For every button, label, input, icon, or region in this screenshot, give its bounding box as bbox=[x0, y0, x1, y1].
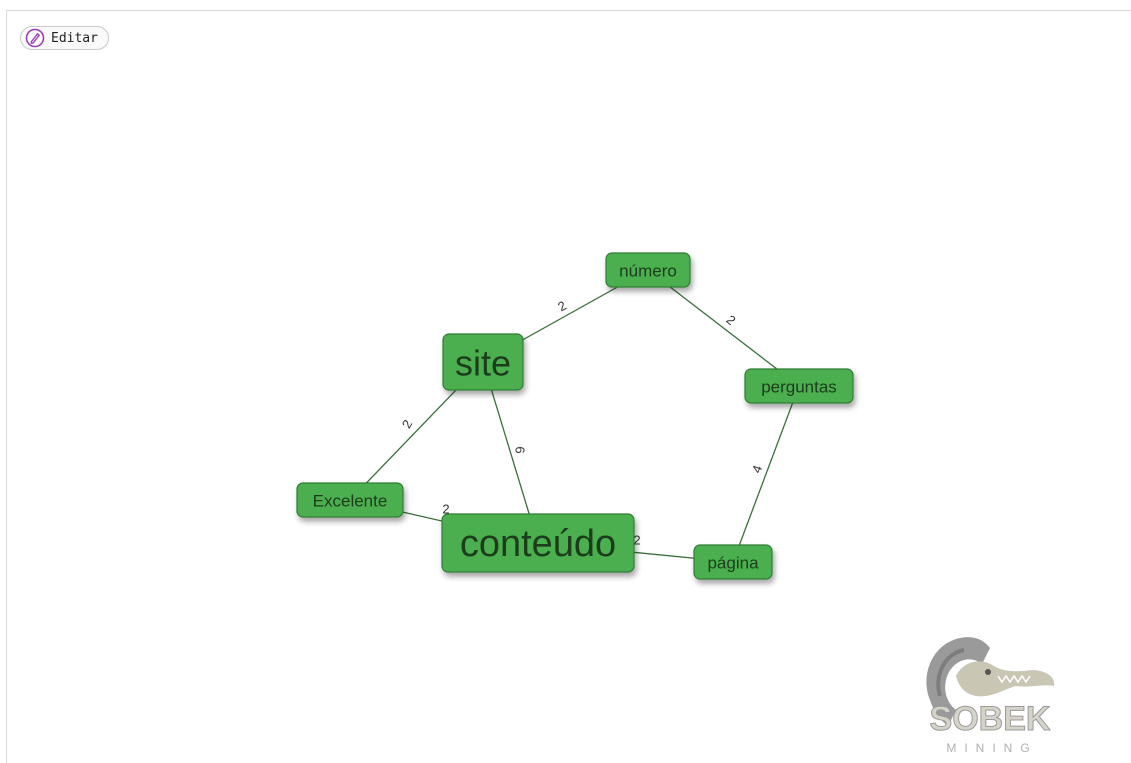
pencil-icon bbox=[25, 28, 45, 48]
edge-numero-perguntas bbox=[647, 269, 800, 387]
edge-weight-label: 2 bbox=[555, 298, 569, 315]
node-pagina[interactable]: página bbox=[693, 544, 773, 580]
edge-weight-label: 2 bbox=[442, 502, 449, 517]
node-label: número bbox=[619, 262, 677, 281]
frame-top-border bbox=[6, 10, 1131, 11]
edit-button-label: Editar bbox=[51, 30, 98, 46]
edit-button[interactable]: Editar bbox=[20, 26, 109, 50]
edge-perguntas-pagina bbox=[732, 385, 800, 563]
node-label: conteúdo bbox=[460, 523, 616, 565]
edge-weight-label: 2 bbox=[723, 312, 738, 328]
sobek-mining-logo: SOBEK MINING bbox=[926, 637, 1055, 755]
edge-weight-label: 4 bbox=[749, 463, 766, 475]
node-box[interactable] bbox=[442, 333, 524, 391]
node-label: perguntas bbox=[761, 378, 837, 397]
node-label: Excelente bbox=[313, 492, 388, 511]
edge-weight-label: 2 bbox=[633, 533, 640, 548]
node-numero[interactable]: número bbox=[605, 252, 691, 288]
node-label: site bbox=[455, 343, 511, 384]
logo-text: SOBEK bbox=[930, 700, 1051, 738]
frame-left-border bbox=[6, 10, 7, 763]
node-box[interactable] bbox=[744, 368, 854, 404]
node-box[interactable] bbox=[441, 513, 635, 573]
edge-weight-label: 6 bbox=[513, 446, 528, 453]
node-box[interactable] bbox=[296, 482, 404, 518]
node-conteudo[interactable]: conteúdo bbox=[441, 513, 635, 573]
node-label: página bbox=[707, 554, 759, 573]
edge-weight-label: 2 bbox=[399, 417, 416, 431]
node-excelente[interactable]: Excelente bbox=[296, 482, 404, 518]
edge-site-conteudo bbox=[482, 361, 539, 544]
node-box[interactable] bbox=[605, 252, 691, 288]
node-box[interactable] bbox=[693, 544, 773, 580]
node-perguntas[interactable]: perguntas bbox=[744, 368, 854, 404]
logo-subtext: MINING bbox=[946, 741, 1037, 755]
node-site[interactable]: site bbox=[442, 333, 524, 391]
